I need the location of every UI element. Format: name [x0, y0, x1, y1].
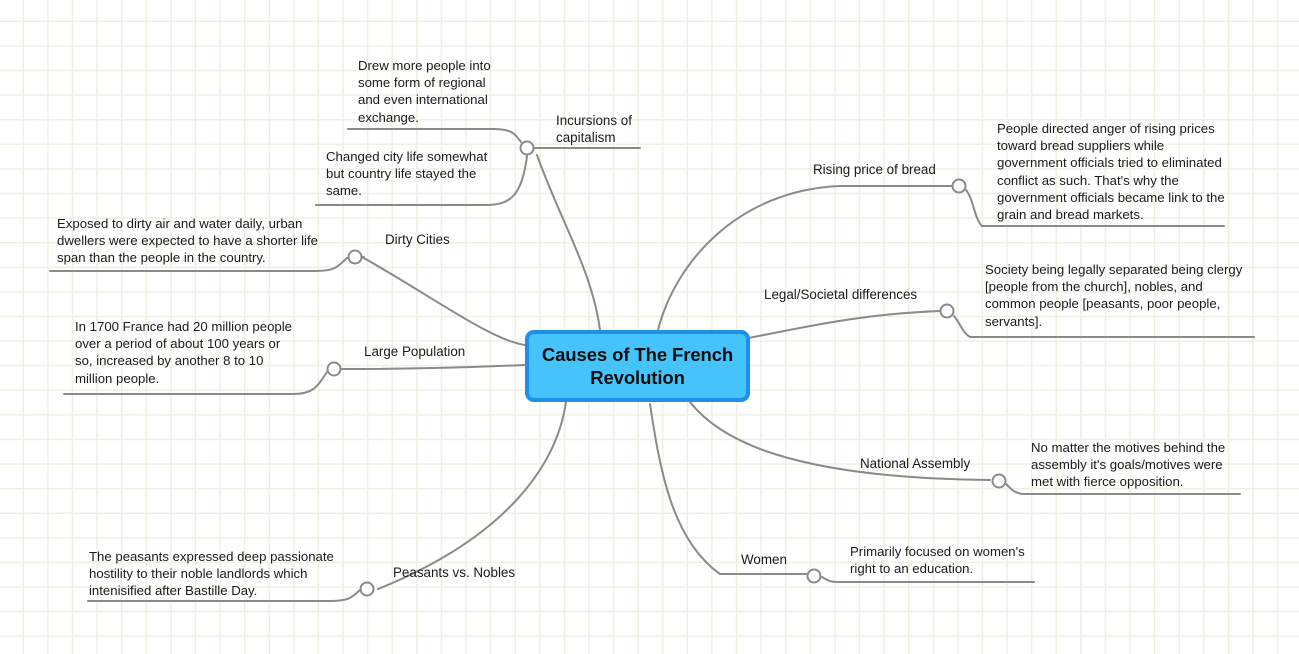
link-women-child: [821, 576, 1035, 583]
node-dot-rising-bread[interactable]: [951, 178, 967, 194]
branch-label-rising-price-of-bread[interactable]: Rising price of bread: [813, 162, 936, 177]
leaf-label-bread-anger[interactable]: People directed anger of rising prices t…: [997, 121, 1225, 223]
branch-label-peasants-vs-nobles[interactable]: Peasants vs. Nobles: [393, 565, 516, 580]
node-dot-dirty-cities[interactable]: [347, 249, 363, 265]
leaf-label-population-growth[interactable]: In 1700 France had 20 million people ove…: [75, 319, 293, 386]
leaf-label-fierce-opposition[interactable]: No matter the motives behind the assembl…: [1031, 440, 1226, 490]
link-center-to-peasants: [377, 401, 567, 590]
link-center-to-dirty-cities: [361, 256, 526, 346]
link-center-to-rising-bread: [657, 185, 841, 331]
leaf-label-womens-education[interactable]: Primarily focused on women's right to an…: [850, 544, 1025, 577]
branch-label-legal-societal-differences[interactable]: Legal/Societal differences: [764, 287, 918, 302]
leaf-label-city-life-changed[interactable]: Changed city life somewhat but country l…: [326, 149, 488, 199]
leaf-label-peasant-hostility[interactable]: The peasants expressed deep passionate h…: [89, 549, 334, 599]
node-dot-incursions[interactable]: [519, 140, 535, 156]
branch-label-large-population[interactable]: Large Population: [364, 344, 466, 359]
leaf-label-shorter-life-span[interactable]: Exposed to dirty air and water daily, ur…: [57, 216, 318, 266]
node-dot-women[interactable]: [806, 568, 822, 584]
node-dot-peasants[interactable]: [359, 581, 375, 597]
branch-label-dirty-cities[interactable]: Dirty Cities: [385, 232, 450, 247]
link-center-to-large-population: [341, 364, 526, 370]
leaf-label-estates-separation[interactable]: Society being legally separated being cl…: [985, 262, 1243, 329]
branch-label-national-assembly[interactable]: National Assembly: [860, 456, 971, 471]
node-dot-legal[interactable]: [939, 303, 955, 319]
leaf-label-regional-exchange[interactable]: Drew more people into some form of regio…: [358, 58, 491, 125]
link-center-to-incursions: [536, 154, 601, 331]
central-topic[interactable]: Causes of The French Revolution: [525, 330, 750, 402]
node-dot-national-assembly[interactable]: [991, 473, 1007, 489]
branch-label-women[interactable]: Women: [741, 552, 787, 567]
link-incursions-child-regional: [347, 128, 522, 143]
branch-label-incursions-of-capitalism[interactable]: Incursions of capitalism: [556, 113, 632, 146]
node-dot-large-population[interactable]: [326, 361, 342, 377]
link-center-to-women: [649, 403, 807, 575]
